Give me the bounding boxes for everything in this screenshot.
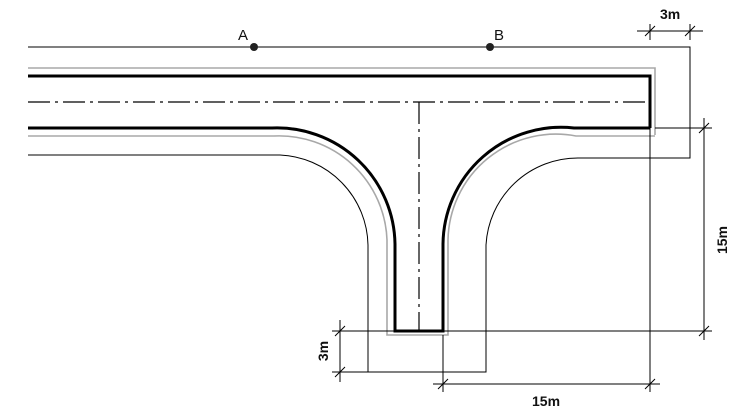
dimension-top-label: 3m (660, 6, 680, 22)
outer-boundary-top (28, 46, 691, 159)
dimension-right (443, 118, 712, 340)
point-a-label: A (238, 27, 248, 44)
dimension-right-label: 15m (714, 226, 730, 254)
point-b-marker (486, 43, 494, 51)
dimension-bottom (433, 128, 660, 392)
road-edge-stem (28, 125, 650, 333)
point-a-marker (250, 43, 258, 51)
dimension-left-label: 3m (315, 341, 331, 361)
road-edge-top (28, 74, 652, 128)
dimension-left (332, 320, 395, 382)
gray-offset-top (28, 67, 656, 135)
gray-offset-stem (28, 133, 655, 336)
dimension-top (637, 24, 703, 40)
point-b-label: B (494, 27, 504, 44)
dimension-bottom-label: 15m (532, 393, 560, 409)
outer-boundary-stem (28, 154, 655, 373)
